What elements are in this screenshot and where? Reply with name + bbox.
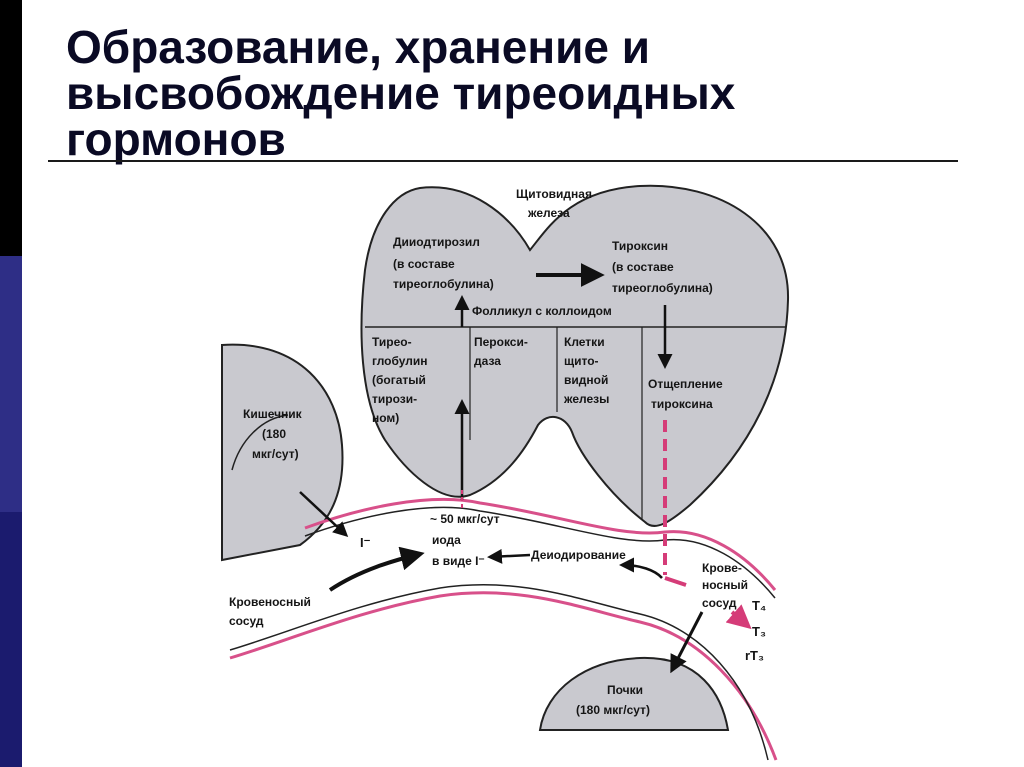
thyroid-gland-shape xyxy=(360,184,790,527)
kidney-shape xyxy=(538,656,730,731)
hormones-label: T₄ T₃ rT₃ xyxy=(745,598,770,663)
peroxidase-label: Перокси- даза xyxy=(474,335,531,368)
thyroxine-cleavage-label: Отщепление тироксина xyxy=(648,377,726,411)
deiodination-label: Деиодирование xyxy=(531,548,626,562)
follicle-label: Фолликул с коллоидом xyxy=(472,304,612,318)
arrow-pink-t4-t3 xyxy=(725,604,752,630)
intestine-inner-curve xyxy=(231,414,289,471)
accent-band-middle xyxy=(0,256,22,512)
blood-vessel-right-label: Крове- носный сосуд xyxy=(702,561,751,610)
arrow-intestine-to-blood xyxy=(299,491,349,538)
blood-vessel-left-label: Кровеносный сосуд xyxy=(229,595,314,628)
arrow-vessel-to-deiodination xyxy=(619,557,663,579)
intestine-label: Кишечник (180 мкг/сут) xyxy=(243,407,305,461)
blood-vessel xyxy=(229,497,778,761)
title-underline xyxy=(48,160,958,162)
iodide-label: I⁻ xyxy=(360,535,371,550)
slide-title: Образование, хранение и высвобождение ти… xyxy=(66,21,736,165)
thyroid-cells-label: Клетки щито- видной железы xyxy=(563,335,612,406)
arrow-vessel-to-kidneys xyxy=(670,611,704,674)
thyroglobulin-label: Тирео- глобулин (богатый тирози- ном) xyxy=(372,335,431,425)
thyroxine-label: Тироксин (в составе тиреоглобулина) xyxy=(612,239,713,295)
accent-band-top xyxy=(0,0,22,256)
intestine-shape xyxy=(221,343,344,562)
diiodotyrosine-label: Дииодтирозил (в составе тиреоглобулина) xyxy=(393,235,494,291)
arrow-deiodination-to-pool xyxy=(487,548,531,564)
thyroid-gland-label: Щитовидная железа xyxy=(516,187,595,220)
arrow-pink-to-vessel xyxy=(664,576,687,587)
kidneys-label: Почки (180 мкг/сут) xyxy=(576,683,650,717)
arrow-iodide-to-pool xyxy=(328,546,425,592)
iodine-pool-label: ~ 50 мкг/сут иода в виде I⁻ xyxy=(430,512,503,568)
